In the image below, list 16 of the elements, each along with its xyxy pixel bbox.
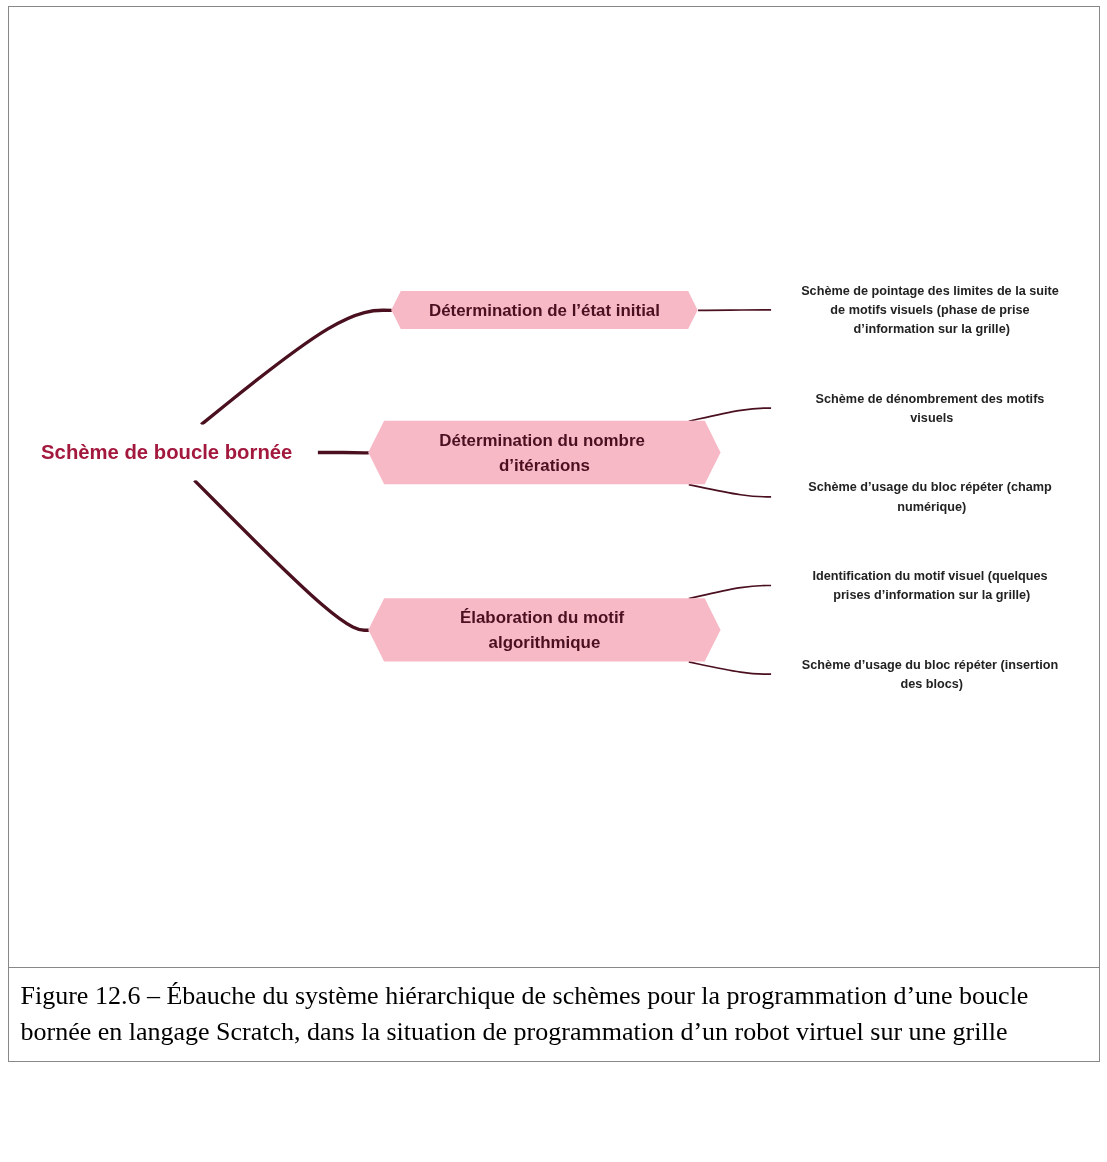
node-text: Schème de boucle bornée	[40, 440, 292, 464]
node-box: Élaboration du motif algorithmique	[367, 597, 721, 662]
node-box: Détermination de l’état initial	[390, 290, 698, 329]
connector	[696, 308, 772, 311]
node-text: Schème d’usage du bloc répéter (champ numérique)	[807, 479, 1052, 513]
node-text: Schème de pointage des limites de la suite de motifs visuels (phase de prise d’information sur la grille)	[800, 282, 1059, 336]
connector	[317, 450, 369, 455]
connector	[192, 478, 369, 632]
connector	[687, 660, 772, 675]
node-box: Détermination du nombre d’itérations	[367, 420, 721, 484]
connector	[199, 308, 392, 426]
connector	[687, 483, 772, 498]
node-text: Identification du motif visuel (quelques prises d’information sur la grille)	[811, 567, 1048, 602]
node-text: Schème d’usage du bloc répéter (insertion des blocs)	[801, 656, 1058, 690]
node-text: Schème de dénombrement des motifs visuels	[815, 390, 1044, 424]
caption: Figure 12.6 – Ébauche du système hiérarchique de schèmes pour la programmation d’une boucle bornée en langage Scratch, dans la situation de programmation d’un robot virtuel sur une grille	[8, 967, 1099, 1061]
